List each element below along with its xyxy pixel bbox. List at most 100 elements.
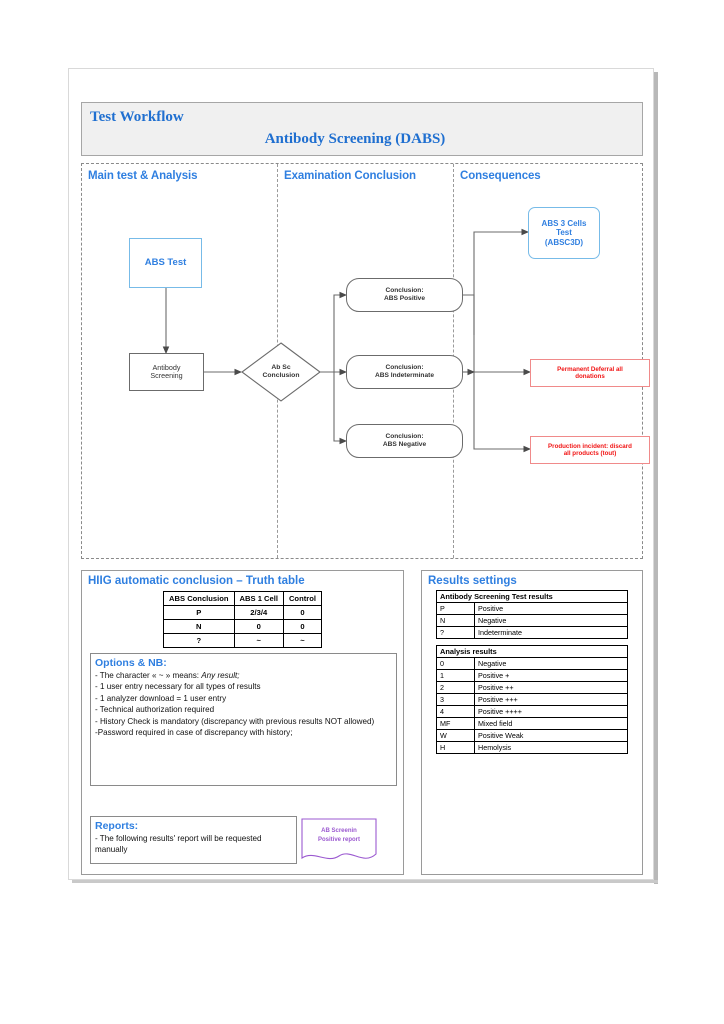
cell-meaning: Positive ++ xyxy=(474,681,628,694)
table-row: 0 Negative xyxy=(436,657,628,670)
options-nb-title: Options & NB: xyxy=(95,657,167,669)
diamond-shape xyxy=(241,342,321,402)
cell-code: 2 xyxy=(436,681,475,694)
options-nb-box: Options & NB: - The character « ~ » mean… xyxy=(90,653,397,786)
lane-title-consequences: Consequences xyxy=(460,170,541,182)
table-row: W Positive Weak xyxy=(436,729,628,742)
th-analysis-results: Analysis results xyxy=(436,645,628,658)
table-row: P Positive xyxy=(436,602,628,615)
cell: ~ xyxy=(282,633,322,648)
cell-meaning: Negative xyxy=(474,614,628,627)
page-shadow-right xyxy=(654,72,658,884)
cell: ? xyxy=(163,633,235,648)
table-header-row: ABS Conclusion ABS 1 Cell Control xyxy=(163,591,322,606)
table-row: 2 Positive ++ xyxy=(436,681,628,694)
table-row: 3 Positive +++ xyxy=(436,693,628,706)
cell-meaning: Positive xyxy=(474,602,628,615)
node-abs-test-label: ABS Test xyxy=(144,257,187,269)
cell-code: N xyxy=(436,614,475,627)
cell-meaning: Positive + xyxy=(474,669,628,682)
cell: 0 xyxy=(233,619,284,634)
lane-title-main-test: Main test & Analysis xyxy=(88,170,198,182)
th-control: Control xyxy=(282,591,322,606)
node-conclusion-indeterminate[interactable]: Conclusion:ABS Indeterminate xyxy=(346,355,463,389)
options-nb-line-3: - 1 analyzer download = 1 user entry xyxy=(95,693,227,703)
table-row: H Hemolysis xyxy=(436,741,628,754)
table-row: ? Indeterminate xyxy=(436,626,628,639)
cell-meaning: Hemolysis xyxy=(474,741,628,754)
table-row: N 0 0 xyxy=(163,619,322,634)
th-antibody-screening-test-results: Antibody Screening Test results xyxy=(436,590,628,603)
options-nb-line-5: - History Check is mandatory (discrepanc… xyxy=(95,716,375,726)
cell-code: MF xyxy=(436,717,475,730)
document-icon xyxy=(301,818,377,860)
cell: ~ xyxy=(233,633,284,648)
table-row: N Negative xyxy=(436,614,628,627)
table-row: P 2/3/4 0 xyxy=(163,605,322,620)
results-settings-title: Results settings xyxy=(428,575,517,587)
node-conclusion-positive-label: Conclusion:ABS Positive xyxy=(383,287,426,302)
cell: 0 xyxy=(282,619,322,634)
options-nb-line-4: - Technical authorization required xyxy=(95,705,215,715)
node-conclusion-negative[interactable]: Conclusion:ABS Negative xyxy=(346,424,463,458)
page-title: Test Workflow xyxy=(90,109,184,125)
cell: P xyxy=(163,605,235,620)
swimlane-panel: Main test & Analysis Examination Conclus… xyxy=(81,163,650,559)
table-header-row: Antibody Screening Test results xyxy=(436,590,628,603)
cell: 2/3/4 xyxy=(233,605,284,620)
cell-code: 0 xyxy=(436,657,475,670)
reports-title: Reports: xyxy=(95,820,139,832)
reports-line: - The following results' report will be … xyxy=(95,834,262,855)
node-conclusion-indeterminate-label: Conclusion:ABS Indeterminate xyxy=(375,364,434,379)
truth-table-panel-title: HIIG automatic conclusion – Truth table xyxy=(88,575,305,587)
page-subtitle: Antibody Screening (DABS) xyxy=(264,131,446,147)
node-conclusion-positive[interactable]: Conclusion:ABS Positive xyxy=(346,278,463,312)
reports-box: Reports: - The following results' report… xyxy=(90,816,297,864)
cell-meaning: Mixed field xyxy=(474,717,628,730)
node-abs-test[interactable]: ABS Test xyxy=(129,238,202,288)
table-row: ? ~ ~ xyxy=(163,633,322,648)
options-line-text: - The character « ~ » means: Any result; xyxy=(95,671,240,680)
page-shadow-bottom xyxy=(72,880,658,883)
cell-code: H xyxy=(436,741,475,754)
th-abs-conclusion: ABS Conclusion xyxy=(163,591,235,606)
cell-meaning: Positive Weak xyxy=(474,729,628,742)
table-row: MF Mixed field xyxy=(436,717,628,730)
th-abs-1-cell: ABS 1 Cell xyxy=(233,591,284,606)
cell-code: ? xyxy=(436,626,475,639)
node-conclusion-negative-label: Conclusion:ABS Negative xyxy=(382,433,427,448)
cell-code: 4 xyxy=(436,705,475,718)
analysis-results-table: Analysis results 0 Negative 1 Positive +… xyxy=(436,645,628,754)
cell-code: 1 xyxy=(436,669,475,682)
table-row: 1 Positive + xyxy=(436,669,628,682)
cell-code: P xyxy=(436,602,475,615)
table-header-row: Analysis results xyxy=(436,645,628,658)
table-row: 4 Positive ++++ xyxy=(436,705,628,718)
results-settings-panel: Results settings Antibody Screening Test… xyxy=(421,570,643,875)
truth-table-panel: HIIG automatic conclusion – Truth table … xyxy=(81,570,404,875)
options-nb-line-1: - The character « ~ » means: Any result; xyxy=(91,670,396,681)
truth-table: ABS Conclusion ABS 1 Cell Control P 2/3/… xyxy=(163,591,322,648)
cell-code: 3 xyxy=(436,693,475,706)
cell-meaning: Positive ++++ xyxy=(474,705,628,718)
antibody-screening-test-results-table: Antibody Screening Test results P Positi… xyxy=(436,590,628,639)
workflow-title-box: Test Workflow Antibody Screening (DABS) xyxy=(81,102,643,156)
lane-title-examination: Examination Conclusion xyxy=(284,170,416,182)
cell: 0 xyxy=(282,605,322,620)
cell-meaning: Negative xyxy=(474,657,628,670)
cell-meaning: Positive +++ xyxy=(474,693,628,706)
options-nb-line-2: - 1 user entry necessary for all types o… xyxy=(95,682,261,692)
cell: N xyxy=(163,619,235,634)
